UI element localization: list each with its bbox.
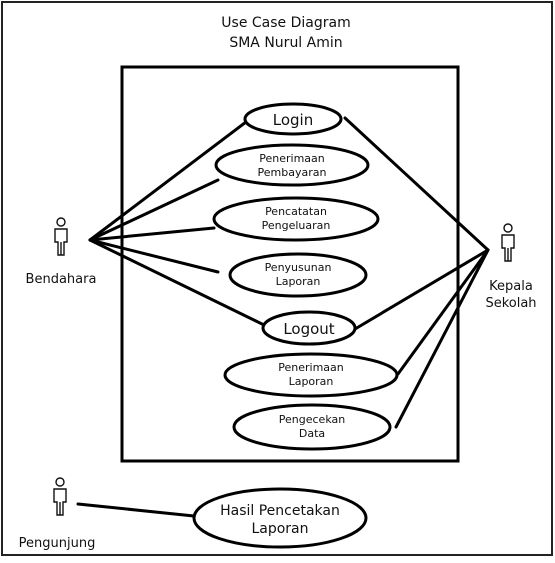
use-case-login-ellipse <box>243 102 343 136</box>
use-case-penerimaan-pembayaran-label-2: Pembayaran <box>258 166 327 179</box>
use-case-login-label: Login <box>273 111 313 129</box>
association-bendahara-pencatatan-pengeluaran <box>88 226 216 242</box>
association-kepala-login <box>343 116 490 252</box>
use-case-pencatatan-pengeluaran: Pencatatan Pengeluaran <box>212 196 380 242</box>
use-case-penyusunan-laporan: Penyusunan Laporan <box>228 252 368 298</box>
use-case-pengecekan-data-ellipse <box>232 403 392 451</box>
kepala-sekolah-associations <box>343 116 490 429</box>
use-case-pengecekan-data: Pengecekan Data <box>232 403 392 451</box>
use-case-hasil-pencetakan-laporan-label-1: Hasil Pencetakan <box>220 503 340 519</box>
association-bendahara-logout <box>88 238 264 326</box>
actor-pengunjung-icon <box>53 477 67 516</box>
actor-bendahara: Bendahara <box>26 217 97 287</box>
diagram-subtitle: SMA Nurul Amin <box>229 35 342 51</box>
association-bendahara-penerimaan-pembayaran <box>88 178 220 242</box>
actor-bendahara-icon <box>54 217 68 256</box>
use-case-penerimaan-laporan-label-2: Laporan <box>289 375 334 388</box>
actor-kepala-sekolah-icon <box>501 223 515 262</box>
association-pengunjung-hasil-pencetakan <box>76 502 196 518</box>
use-case-penerimaan-laporan-ellipse <box>223 352 399 398</box>
association-kepala-pengecekan-data <box>394 248 490 429</box>
association-bendahara-login <box>88 120 248 242</box>
actor-pengunjung-label: Pengunjung <box>19 536 96 551</box>
actor-pengunjung: Pengunjung <box>19 477 96 551</box>
use-case-penyusunan-laporan-label-1: Penyusunan <box>265 261 332 274</box>
use-case-penerimaan-laporan: Penerimaan Laporan <box>223 352 399 398</box>
bendahara-associations <box>88 120 264 326</box>
use-case-hasil-pencetakan-laporan-label-2: Laporan <box>251 521 308 537</box>
use-case-penerimaan-pembayaran: Penerimaan Pembayaran <box>214 143 370 187</box>
system-boundary <box>120 65 460 463</box>
use-case-penerimaan-pembayaran-label-1: Penerimaan <box>259 152 325 165</box>
use-case-pencatatan-pengeluaran-ellipse <box>212 196 380 242</box>
actor-bendahara-label: Bendahara <box>26 272 97 287</box>
use-case-hasil-pencetakan-laporan: Hasil Pencetakan Laporan <box>192 487 368 549</box>
actor-kepala-sekolah-label-2: Sekolah <box>485 296 536 311</box>
diagram-title: Use Case Diagram <box>221 15 350 31</box>
use-case-pengecekan-data-label-1: Pengecekan <box>279 413 345 426</box>
use-case-pencatatan-pengeluaran-label-1: Pencatatan <box>265 205 327 218</box>
use-case-hasil-pencetakan-laporan-ellipse <box>192 487 368 549</box>
use-case-penyusunan-laporan-ellipse <box>228 252 368 298</box>
use-case-pencatatan-pengeluaran-label-2: Pengeluaran <box>262 219 331 232</box>
use-case-login: Login <box>243 102 343 136</box>
use-case-penerimaan-pembayaran-ellipse <box>214 143 370 187</box>
use-case-logout: Logout <box>261 310 357 346</box>
use-case-penyusunan-laporan-label-2: Laporan <box>276 275 321 288</box>
use-case-logout-label: Logout <box>283 320 334 338</box>
actor-kepala-sekolah-label-1: Kepala <box>489 279 533 294</box>
association-kepala-penerimaan-laporan <box>396 248 490 376</box>
use-case-penerimaan-laporan-label-1: Penerimaan <box>278 361 344 374</box>
actor-kepala-sekolah: Kepala Sekolah <box>485 223 537 311</box>
association-bendahara-penyusunan-laporan <box>88 238 220 274</box>
association-kepala-logout <box>353 248 490 331</box>
use-case-pengecekan-data-label-2: Data <box>299 427 325 440</box>
use-case-logout-ellipse <box>261 310 357 346</box>
